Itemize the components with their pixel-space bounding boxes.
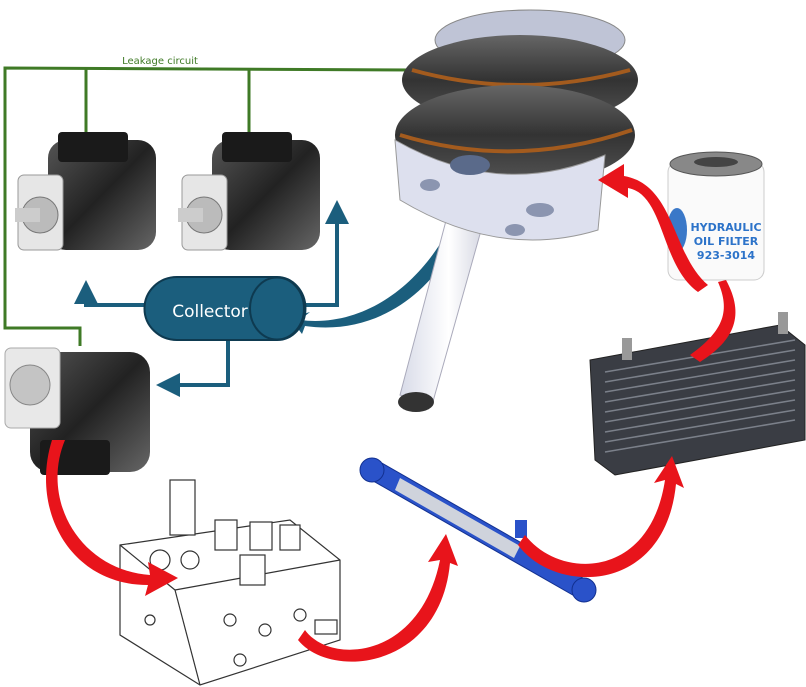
flow-arrow-valve-to-cylinder [298,534,458,662]
filter-label-line1: HYDRAULIC [690,221,761,234]
valve-block [119,479,341,686]
flow-arrow-pump-to-valve [46,440,178,596]
flow-arrows [46,164,736,662]
pump-3 [4,347,150,475]
leakage-circuit [3,66,416,346]
leakage-circuit-label: Leakage circuit [122,56,198,67]
collector-tank [143,276,307,341]
collector-label: Collector [172,302,248,322]
flow-arrow-filter-to-bellows [598,164,708,292]
pump-2 [178,132,320,251]
flow-arrow-cooler-to-filter [690,280,736,362]
collector-flow-lines [74,200,349,397]
filter-label-line2: OIL FILTER [694,235,759,248]
filter-part-number: 923-3014 [697,249,755,262]
hydraulic-cylinder [359,457,597,603]
hydraulic-oil-filter [667,151,765,281]
bellows-actuator [394,9,638,412]
pump-1 [15,132,156,251]
oil-cooler [589,312,806,476]
flow-arrow-cylinder-to-cooler [518,456,684,578]
